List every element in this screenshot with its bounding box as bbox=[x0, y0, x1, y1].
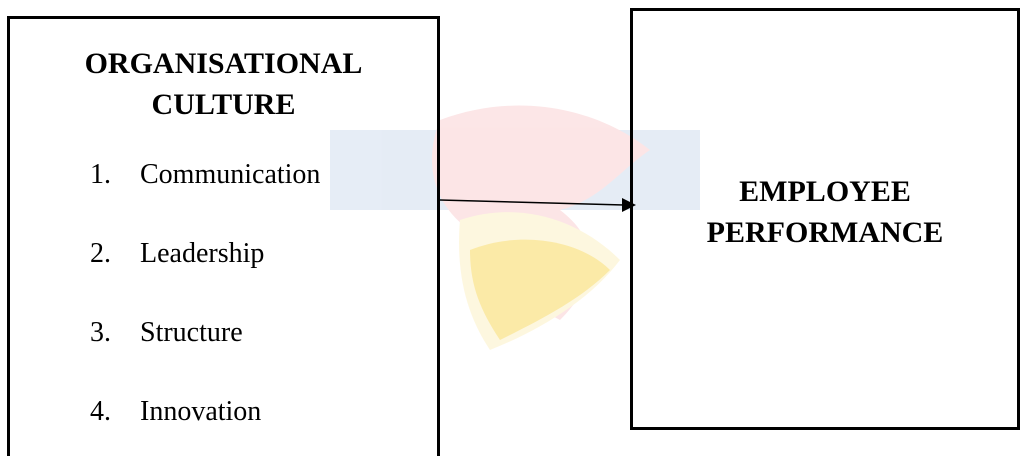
culture-factor-item: 2. Leadership bbox=[90, 238, 320, 270]
factor-number: 4. bbox=[90, 396, 111, 427]
watermark-wing-icon bbox=[459, 212, 620, 350]
factor-label: Structure bbox=[140, 317, 243, 348]
factor-number: 3. bbox=[90, 317, 111, 348]
factor-label: Innovation bbox=[140, 396, 262, 427]
factor-number: 1. bbox=[90, 159, 111, 190]
watermark-eagle-icon bbox=[431, 105, 650, 320]
organisational-culture-title: ORGANISATIONAL CULTURE bbox=[84, 47, 363, 121]
arrow-line bbox=[439, 199, 625, 206]
factor-number: 2. bbox=[90, 238, 111, 269]
organisational-culture-box: ORGANISATIONAL CULTURE 1. Communication … bbox=[7, 16, 440, 456]
culture-factor-item: 4. Innovation bbox=[90, 396, 320, 428]
employee-performance-box: EMPLOYEE PERFORMANCE bbox=[630, 8, 1020, 430]
culture-factor-item: 3. Structure bbox=[90, 317, 320, 349]
factor-label: Communication bbox=[140, 159, 321, 190]
employee-performance-title: EMPLOYEE PERFORMANCE bbox=[706, 175, 944, 249]
culture-factor-list: 1. Communication 2. Leadership 3. Struct… bbox=[90, 159, 320, 475]
factor-label: Leadership bbox=[140, 238, 265, 269]
culture-factor-item: 1. Communication bbox=[90, 159, 320, 191]
